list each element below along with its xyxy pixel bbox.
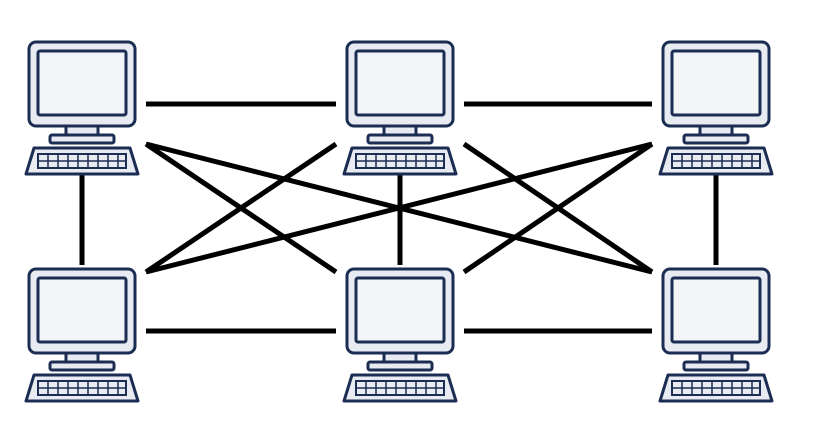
link-top-right-to-bottom-center: [462, 141, 654, 275]
links-layer: [79, 101, 719, 334]
computer-icon: [658, 40, 774, 176]
link-top-center-to-bottom-left: [144, 141, 338, 275]
computer-icon: [342, 267, 458, 403]
link-top-right-to-bottom-left: [145, 141, 653, 275]
computer-icon: [658, 267, 774, 403]
computer-icon: [24, 267, 140, 403]
computer-icon: [24, 40, 140, 176]
computer-icon: [342, 40, 458, 176]
